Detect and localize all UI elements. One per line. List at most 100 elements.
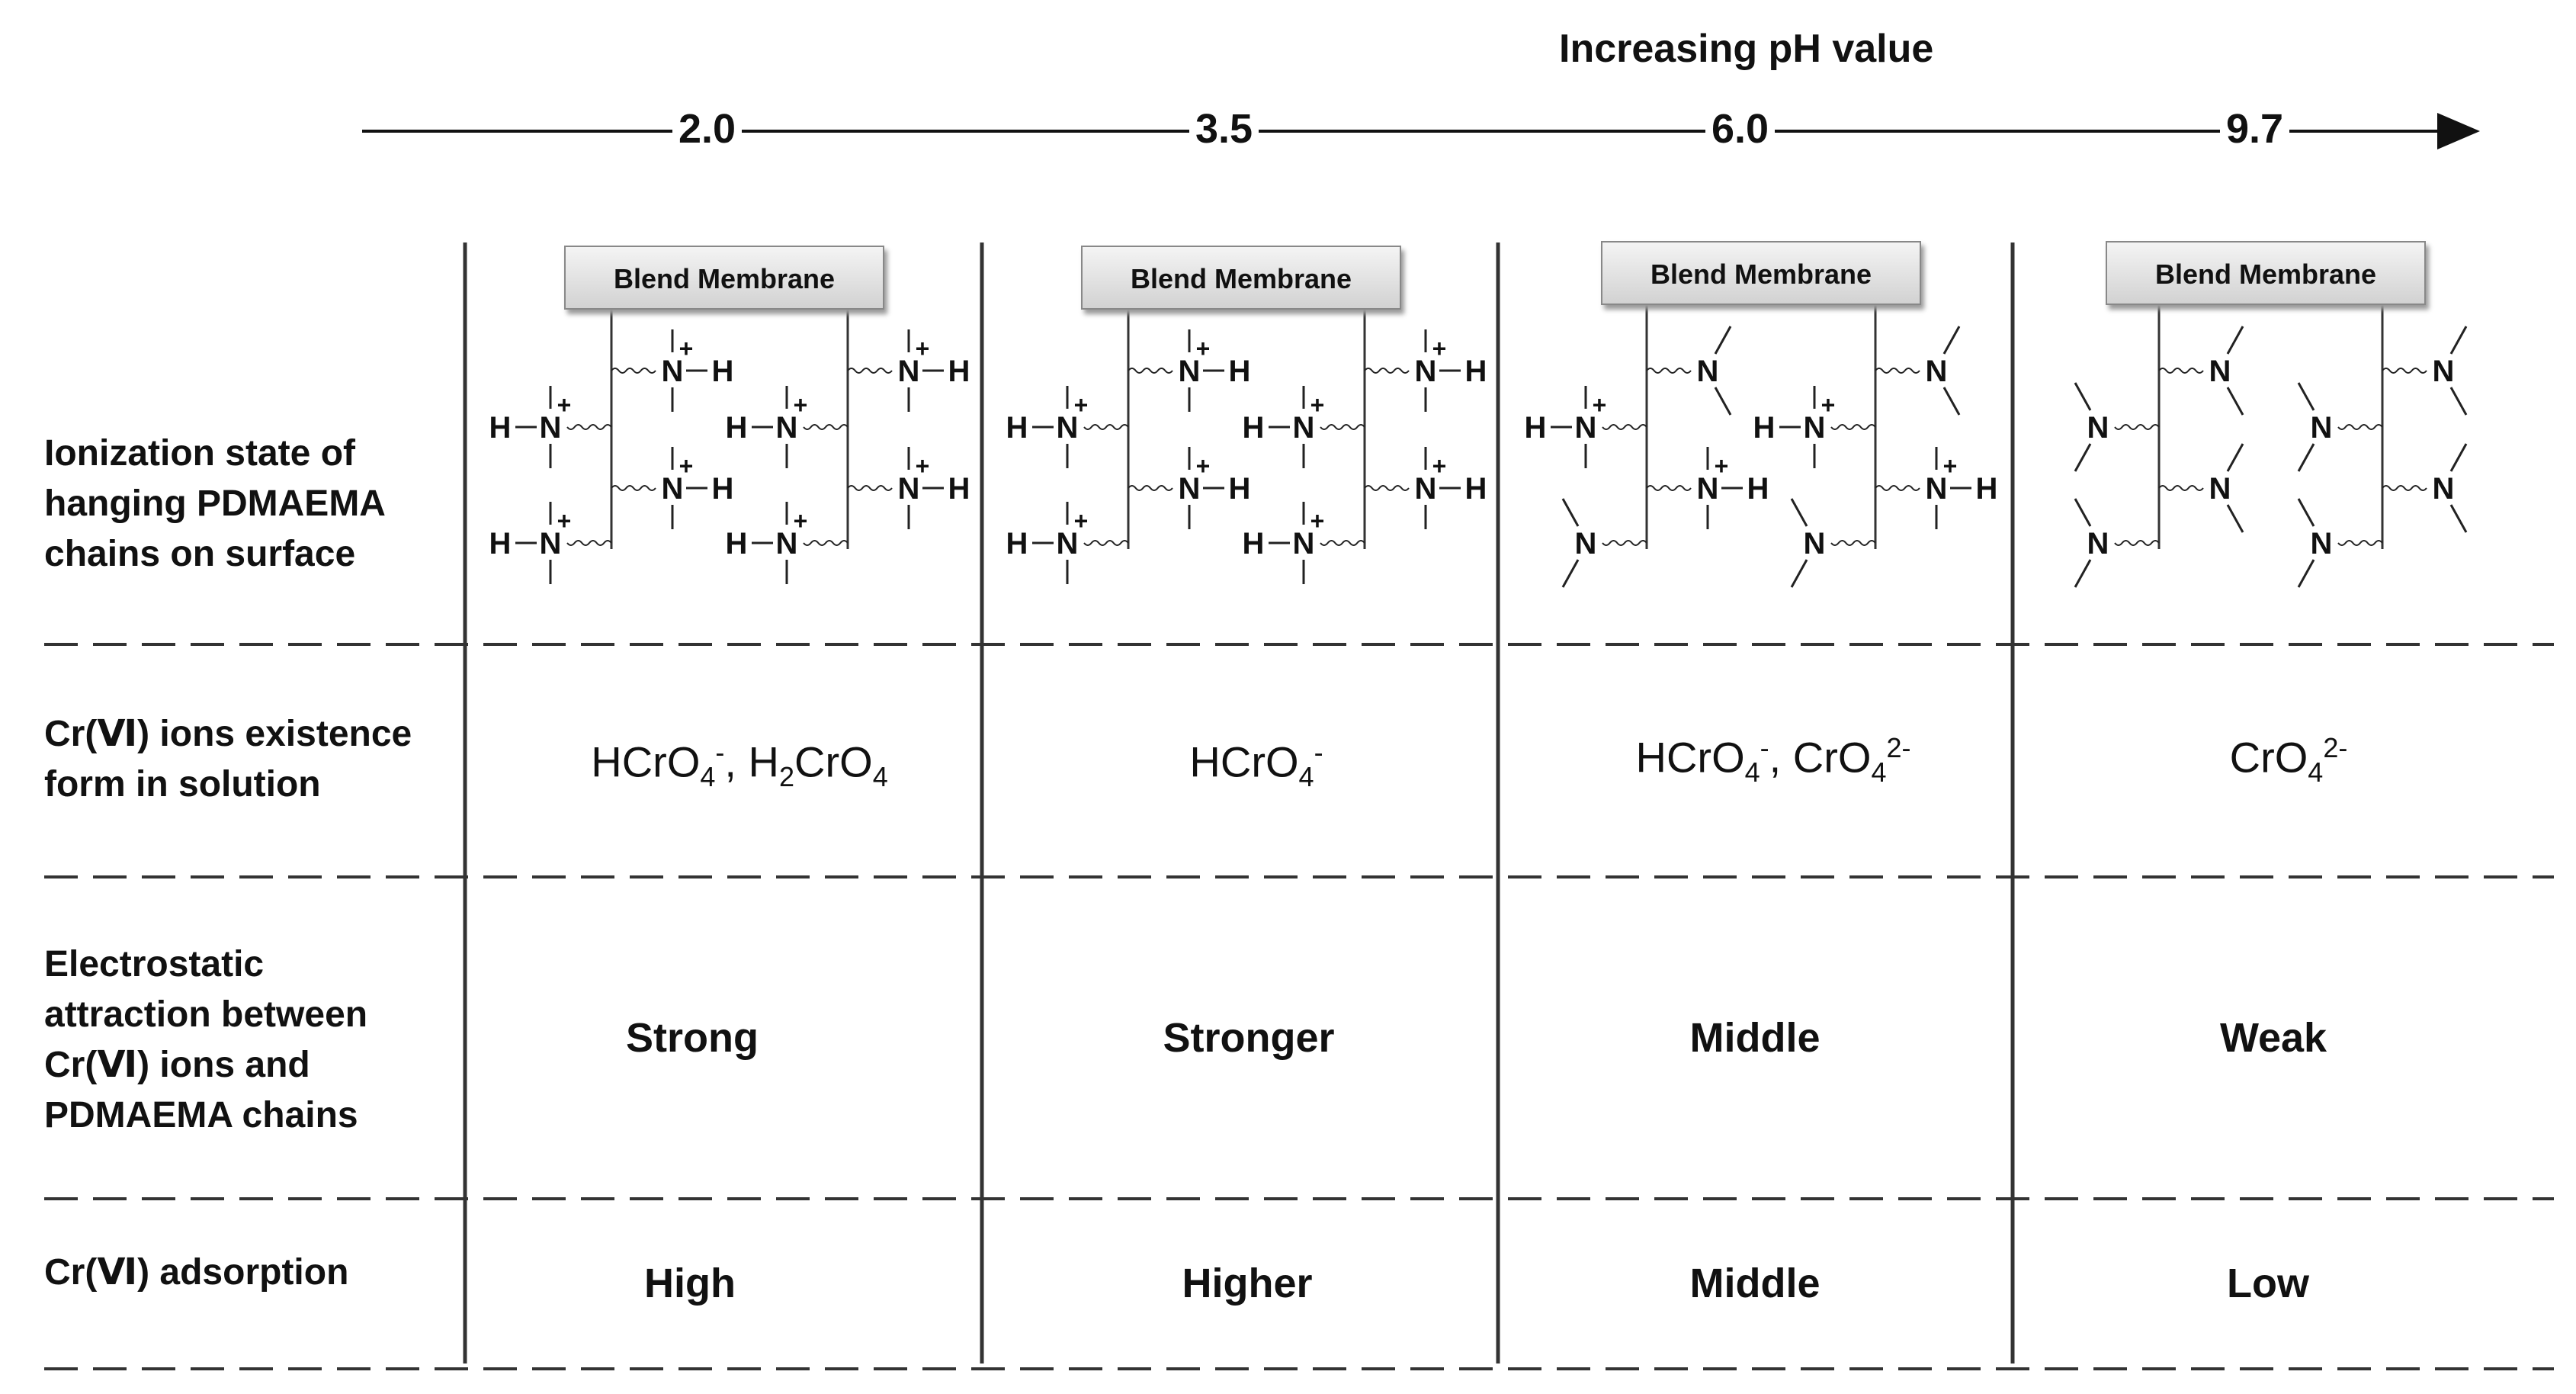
svg-text:N: N bbox=[1415, 472, 1437, 506]
svg-text:H: H bbox=[712, 472, 734, 506]
svg-text:H: H bbox=[1006, 527, 1028, 560]
protonated-amine-group: N+ H bbox=[1243, 386, 1325, 468]
svg-text:+: + bbox=[1432, 335, 1447, 362]
protonated-amine-group: N+H bbox=[1697, 447, 1769, 529]
svg-text:H: H bbox=[489, 411, 512, 445]
protonated-amine-group: N+H bbox=[1243, 502, 1325, 584]
diagram-title: Increasing pH value bbox=[1559, 27, 1934, 71]
svg-text:N: N bbox=[2087, 527, 2109, 560]
row-label-ionization: Ionization state of hanging PDMAEMA chai… bbox=[44, 433, 386, 574]
svg-text:N: N bbox=[2433, 472, 2455, 506]
svg-text:N: N bbox=[1415, 355, 1437, 388]
ph-value-2-0: 2.0 bbox=[672, 105, 743, 153]
attraction-ph-2-0: Strong bbox=[626, 1015, 759, 1061]
neutral-amine-group: N bbox=[2297, 498, 2333, 588]
svg-text:H: H bbox=[726, 411, 748, 445]
svg-text:N: N bbox=[1804, 527, 1826, 560]
adsorption-ph-3-5: Higher bbox=[1182, 1261, 1313, 1306]
svg-text:N: N bbox=[898, 472, 920, 506]
attraction-ph-9-7: Weak bbox=[2219, 1015, 2327, 1061]
svg-text:N: N bbox=[898, 355, 920, 388]
svg-text:+: + bbox=[1310, 391, 1325, 419]
protonated-amine-group: N+ H bbox=[1179, 447, 1251, 529]
svg-text:+: + bbox=[794, 507, 808, 535]
row-label-electrostatic: Electrostatic attraction between Cr(Ⅵ) i… bbox=[44, 944, 368, 1135]
svg-text:H: H bbox=[1229, 472, 1251, 506]
neutral-amine-group: N bbox=[1790, 498, 1826, 588]
neutral-amine-group: N bbox=[2297, 382, 2332, 472]
attraction-ph-6-0: Middle bbox=[1689, 1015, 1821, 1061]
svg-text:N: N bbox=[1697, 472, 1719, 506]
blend-membrane-box: Blend Membrane bbox=[1601, 241, 1921, 305]
ph-value-6-0: 6.0 bbox=[1705, 105, 1776, 153]
protonated-amine-group: N+H bbox=[898, 329, 970, 412]
species-ph-6-0: HCrO4-, CrO42- bbox=[1635, 732, 1911, 788]
species-ph-2-0: HCrO4-, H2CrO4 bbox=[591, 737, 888, 792]
svg-text:H: H bbox=[1525, 411, 1547, 445]
neutral-amine-group: N bbox=[1926, 326, 1961, 416]
svg-text:+: + bbox=[1432, 452, 1447, 480]
svg-text:+: + bbox=[1074, 391, 1089, 419]
svg-text:N: N bbox=[1575, 527, 1597, 560]
svg-text:N: N bbox=[1575, 411, 1597, 445]
svg-text:N: N bbox=[1293, 527, 1315, 560]
svg-text:+: + bbox=[1196, 335, 1211, 362]
neutral-amine-group: N bbox=[1697, 326, 1732, 416]
svg-text:N: N bbox=[2311, 527, 2333, 560]
svg-text:N: N bbox=[1057, 527, 1079, 560]
svg-text:H: H bbox=[1976, 472, 1998, 506]
svg-text:+: + bbox=[1821, 391, 1836, 419]
svg-text:+: + bbox=[1593, 391, 1607, 419]
neutral-amine-group: N bbox=[2209, 326, 2244, 416]
svg-text:H: H bbox=[1465, 355, 1487, 388]
svg-text:H: H bbox=[1229, 355, 1251, 388]
pdmaema-chains: N+HN+HN+HN+HN+HN+HN+HN+HN+HN+HN+HN+HN+HN… bbox=[489, 305, 2468, 588]
svg-text:+: + bbox=[1310, 507, 1325, 535]
protonated-amine-group: N+H bbox=[489, 386, 571, 468]
svg-text:+: + bbox=[1074, 507, 1089, 535]
protonated-amine-group: N+H bbox=[1415, 447, 1487, 529]
neutral-amine-group: N bbox=[2074, 498, 2109, 588]
svg-text:N: N bbox=[1057, 411, 1079, 445]
adsorption-ph-2-0: High bbox=[644, 1261, 736, 1306]
svg-text:N: N bbox=[1926, 355, 1948, 388]
protonated-amine-group: N+H bbox=[1179, 329, 1251, 412]
svg-text:N: N bbox=[540, 527, 562, 560]
protonated-amine-group: N+ H bbox=[1006, 502, 1089, 584]
svg-text:+: + bbox=[679, 452, 694, 480]
svg-text:H: H bbox=[948, 355, 970, 388]
svg-text:N: N bbox=[2087, 411, 2109, 445]
svg-text:N: N bbox=[1293, 411, 1315, 445]
row-label-adsorption: Cr(Ⅵ) adsorption bbox=[44, 1252, 349, 1293]
svg-text:H: H bbox=[489, 527, 512, 560]
ph-value-3-5: 3.5 bbox=[1189, 105, 1259, 153]
svg-text:N: N bbox=[1804, 411, 1826, 445]
neutral-amine-group: N bbox=[1561, 498, 1597, 588]
svg-text:H: H bbox=[948, 472, 970, 506]
svg-text:H: H bbox=[1753, 411, 1776, 445]
neutral-amine-group: N bbox=[2433, 443, 2468, 533]
svg-text:H: H bbox=[726, 527, 748, 560]
svg-text:N: N bbox=[2209, 472, 2231, 506]
svg-text:H: H bbox=[712, 355, 734, 388]
chain-cluster-0: N+HN+HN+HN+HN+HN+HN+HN+H bbox=[489, 310, 970, 584]
svg-text:N: N bbox=[1697, 355, 1719, 388]
svg-text:H: H bbox=[1243, 411, 1265, 445]
protonated-amine-group: N+ H bbox=[1525, 386, 1607, 468]
adsorption-ph-9-7: Low bbox=[2227, 1261, 2309, 1306]
protonated-amine-group: N+ H bbox=[1006, 386, 1089, 468]
neutral-amine-group: N bbox=[2433, 326, 2468, 416]
svg-text:H: H bbox=[1006, 411, 1028, 445]
protonated-amine-group: N+H bbox=[726, 502, 808, 584]
svg-text:+: + bbox=[916, 452, 930, 480]
svg-text:N: N bbox=[1179, 472, 1201, 506]
svg-text:+: + bbox=[1196, 452, 1211, 480]
svg-text:N: N bbox=[540, 411, 562, 445]
svg-text:N: N bbox=[1926, 472, 1948, 506]
svg-text:+: + bbox=[1943, 452, 1958, 480]
svg-text:+: + bbox=[1715, 452, 1729, 480]
